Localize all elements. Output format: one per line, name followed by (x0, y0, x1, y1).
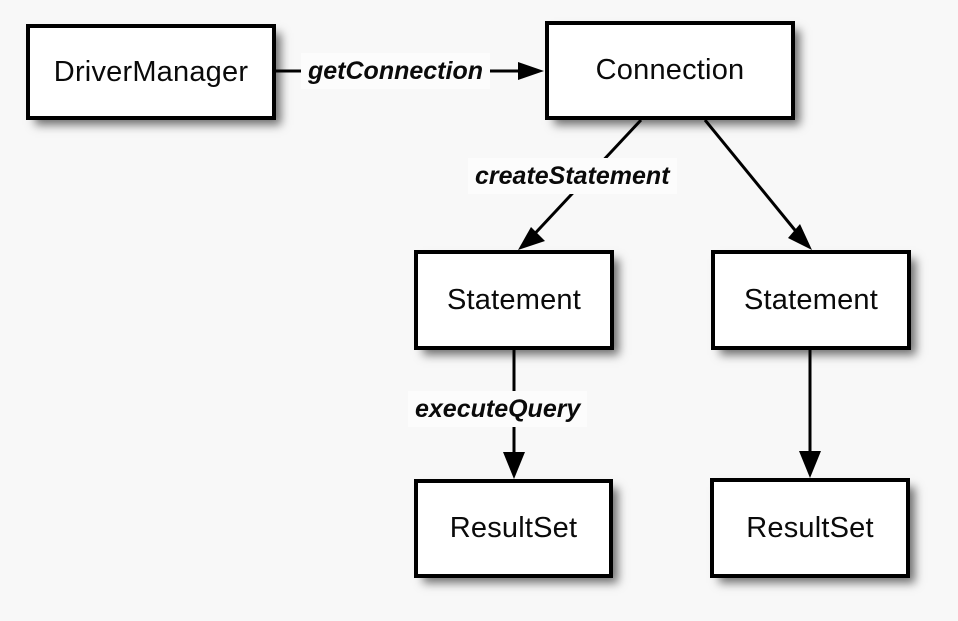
edge-create-statement-right (703, 119, 812, 250)
node-label-driver-manager: DriverManager (53, 55, 249, 88)
node-driver-manager[interactable]: DriverManager (26, 24, 276, 120)
node-label-statement-right: Statement (744, 283, 878, 316)
node-label-resultset-left: ResultSet (449, 512, 578, 544)
node-label-resultset-right: ResultSet (746, 511, 874, 544)
node-resultset-left[interactable]: ResultSet (414, 479, 613, 578)
node-statement-left[interactable]: Statement (414, 250, 614, 350)
node-statement-right[interactable]: Statement (711, 250, 911, 350)
node-resultset-right[interactable]: ResultSet (710, 478, 910, 578)
edge-label-create-statement: createStatement (468, 158, 677, 194)
node-connection[interactable]: Connection (545, 21, 795, 120)
edge-label-get-connection: getConnection (301, 53, 490, 89)
node-label-statement-left: Statement (447, 283, 581, 316)
edge-label-execute-query: executeQuery (408, 391, 588, 427)
node-label-connection: Connection (595, 54, 745, 86)
edge-execute-query-right (799, 350, 821, 478)
